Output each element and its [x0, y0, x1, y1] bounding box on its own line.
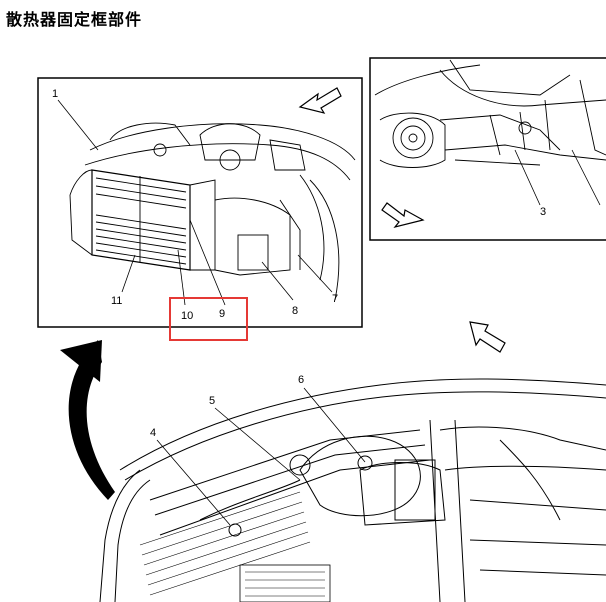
direction-arrow-icon: [469, 321, 506, 353]
callout-7: 7: [332, 293, 338, 305]
direction-arrow-icon: [381, 202, 425, 229]
direction-arrow-icon: [298, 87, 342, 114]
callout-8: 8: [292, 305, 298, 317]
callout-1: 1: [52, 88, 58, 100]
callout-9: 9: [219, 308, 225, 320]
callout-3: 3: [540, 206, 546, 218]
page-title: 散热器固定框部件: [6, 10, 143, 29]
curved-arrow-icon: [60, 340, 115, 500]
callout-6: 6: [298, 374, 304, 386]
callout-4: 4: [150, 427, 156, 439]
callout-10: 10: [181, 310, 193, 322]
highlight-box: [169, 297, 248, 341]
detail-box-left: [37, 77, 363, 328]
callout-5: 5: [209, 395, 215, 407]
callout-11: 11: [111, 295, 122, 307]
detail-box-right: [369, 57, 606, 241]
vehicle-front-end-drawing: [99, 378, 606, 602]
